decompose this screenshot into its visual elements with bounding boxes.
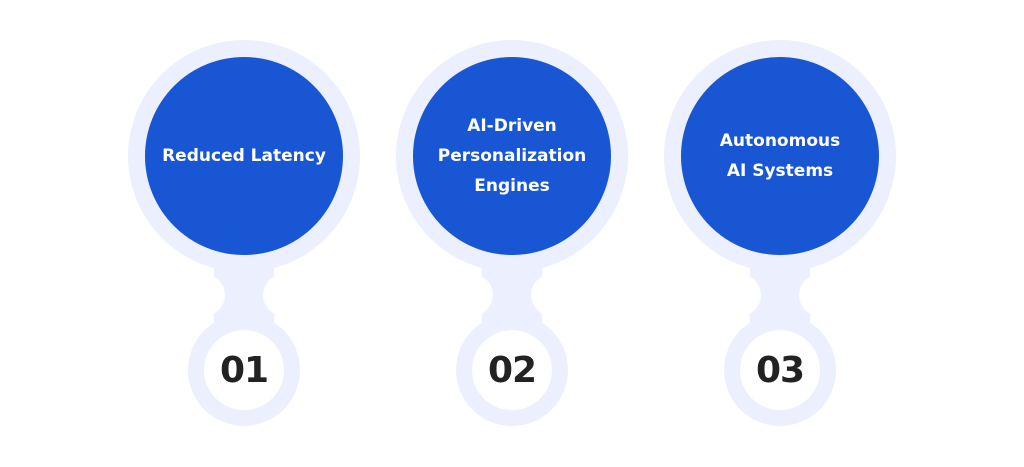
step-title: Reduced Latency [162, 146, 326, 166]
step-number: 03 [755, 349, 805, 391]
step-1-shape [128, 40, 360, 426]
step-2-shape [396, 40, 628, 426]
step-3-shape [664, 40, 896, 426]
step-2: AI-Driven Personalization Engines 02 [392, 0, 632, 467]
step-number: 01 [219, 349, 269, 391]
step-3: Autonomous AI Systems 03 [660, 0, 900, 467]
step-title: Autonomous AI Systems [719, 131, 841, 181]
step-1: Reduced Latency 01 [124, 0, 364, 467]
step-title: AI-Driven Personalization Engines [437, 116, 587, 196]
step-number: 02 [487, 349, 537, 391]
